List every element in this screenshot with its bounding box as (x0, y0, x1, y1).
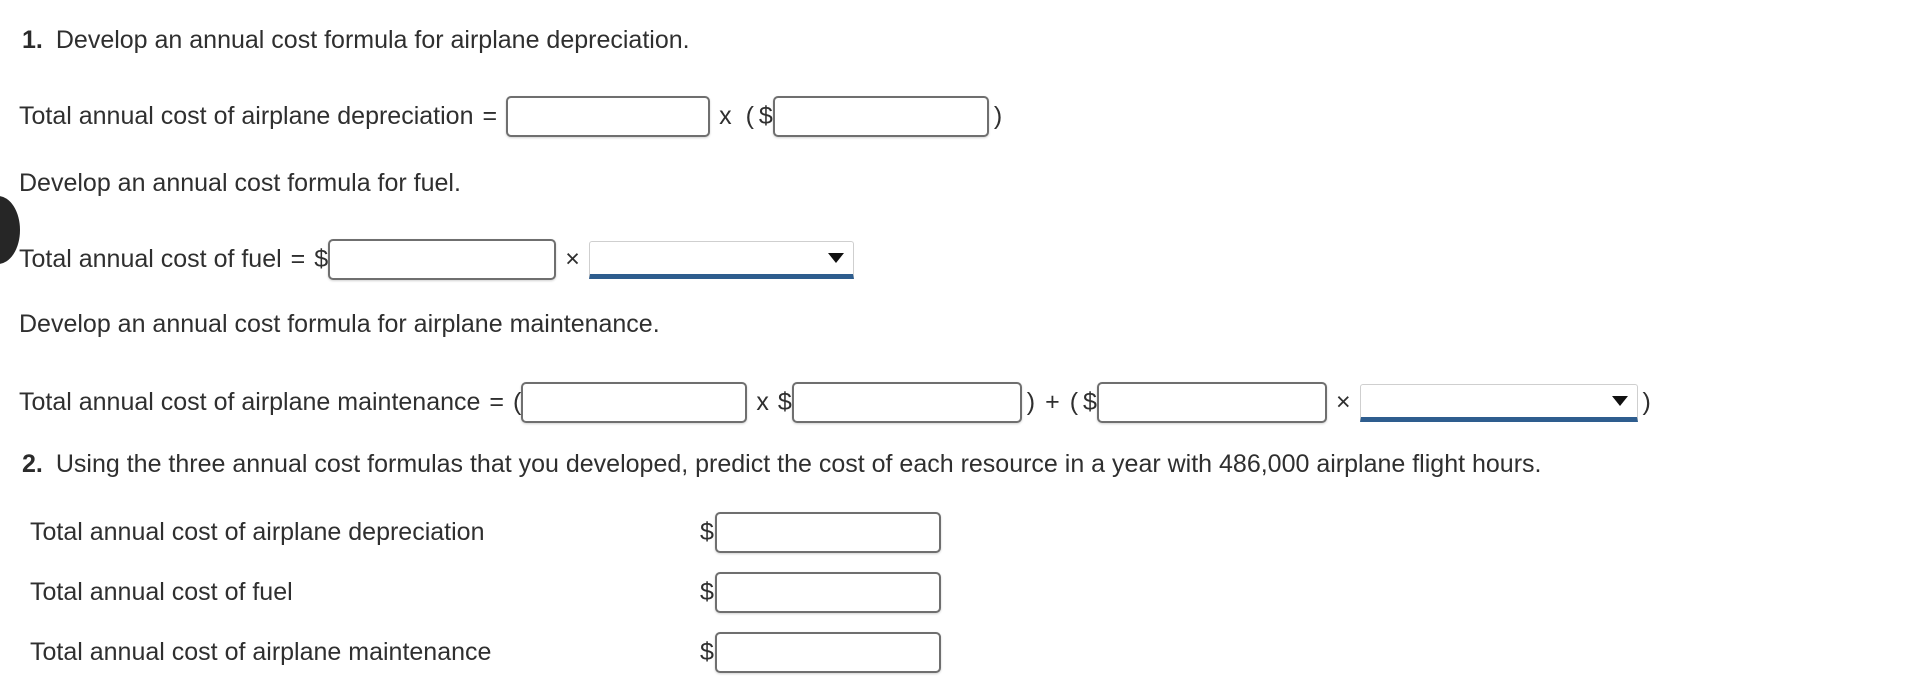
question-2-heading: 2. Using the three annual cost formulas … (22, 452, 1541, 477)
depreciation-amount-input[interactable] (772, 96, 989, 137)
maintenance-dollar-sign: $ (777, 388, 792, 416)
depreciation-close-paren: ) (993, 102, 1003, 130)
depreciation-formula-row: Total annual cost of airplane depreciati… (19, 96, 1007, 137)
maintenance-prompt: Develop an annual cost formula for airpl… (19, 312, 660, 337)
fuel-dollar-sign: $ (314, 245, 329, 273)
depreciation-dollar-sign: $ (758, 102, 773, 130)
depreciation-formula-label: Total annual cost of airplane depreciati… (19, 102, 474, 130)
fuel-driver-select-wrap (588, 240, 854, 279)
fuel-formula-label: Total annual cost of fuel (19, 245, 282, 273)
maintenance-plus-sign: + (1045, 388, 1060, 416)
question-2-text: Using the three annual cost formulas tha… (55, 450, 1542, 478)
maintenance-prompt-text: Develop an annual cost formula for airpl… (19, 310, 660, 338)
fuel-equals-sign: = (290, 245, 306, 273)
question-1-text: Develop an annual cost formula for airpl… (55, 26, 690, 54)
maintenance-fixed-rate-input[interactable] (791, 382, 1022, 423)
answer-label-fuel: Total annual cost of fuel (30, 578, 293, 606)
maintenance-formula-label: Total annual cost of airplane maintenanc… (19, 388, 481, 416)
answer-row-depreciation: Total annual cost of airplane depreciati… (30, 512, 941, 553)
answer-input-maintenance[interactable] (714, 632, 941, 673)
fuel-amount-input[interactable] (328, 239, 557, 280)
fuel-times-sign: × (565, 245, 580, 273)
maintenance-close-paren-2: ) (1642, 388, 1651, 416)
answer-row-maintenance: Total annual cost of airplane maintenanc… (30, 632, 941, 673)
answer-row-fuel: Total annual cost of fuel $ (30, 572, 941, 613)
maintenance-fixed-input[interactable] (521, 382, 748, 423)
maintenance-dollar-sign-2: $ (1083, 388, 1097, 416)
answer-dollar-sign-maintenance: $ (700, 638, 714, 666)
maintenance-open-paren-2: ( (1069, 388, 1079, 416)
maintenance-open-paren: ( (513, 388, 522, 416)
answer-label-depreciation: Total annual cost of airplane depreciati… (30, 518, 485, 546)
answer-dollar-sign-depreciation: $ (700, 518, 714, 546)
answer-input-fuel[interactable] (714, 572, 941, 613)
maintenance-close-paren: ) (1026, 388, 1036, 416)
answer-label-maintenance: Total annual cost of airplane maintenanc… (30, 638, 492, 666)
maintenance-formula-row: Total annual cost of airplane maintenanc… (19, 382, 1656, 423)
maintenance-times-sign-2: × (1335, 388, 1351, 416)
edge-marker-icon (0, 196, 20, 264)
question-2-number: 2. (22, 450, 43, 478)
maintenance-driver-select[interactable] (1359, 383, 1638, 422)
answer-dollar-sign-fuel: $ (700, 578, 714, 606)
fuel-driver-select[interactable] (588, 240, 854, 279)
maintenance-driver-select-wrap (1359, 383, 1638, 422)
fuel-formula-row: Total annual cost of fuel = $ × (19, 239, 854, 280)
maintenance-times-sign: x (756, 388, 769, 416)
maintenance-variable-rate-input[interactable] (1096, 382, 1327, 423)
question-1-number: 1. (22, 26, 43, 54)
depreciation-times-sign: x (719, 102, 732, 130)
fuel-prompt-text: Develop an annual cost formula for fuel. (19, 169, 461, 197)
question-1-heading: 1. Develop an annual cost formula for ai… (22, 28, 690, 53)
maintenance-equals-sign: = (489, 388, 505, 416)
depreciation-equals-sign: = (482, 102, 498, 130)
depreciation-open-paren: ( (745, 102, 754, 130)
answer-input-depreciation[interactable] (714, 512, 941, 553)
fuel-prompt: Develop an annual cost formula for fuel. (19, 171, 461, 196)
depreciation-rate-input[interactable] (506, 96, 711, 137)
